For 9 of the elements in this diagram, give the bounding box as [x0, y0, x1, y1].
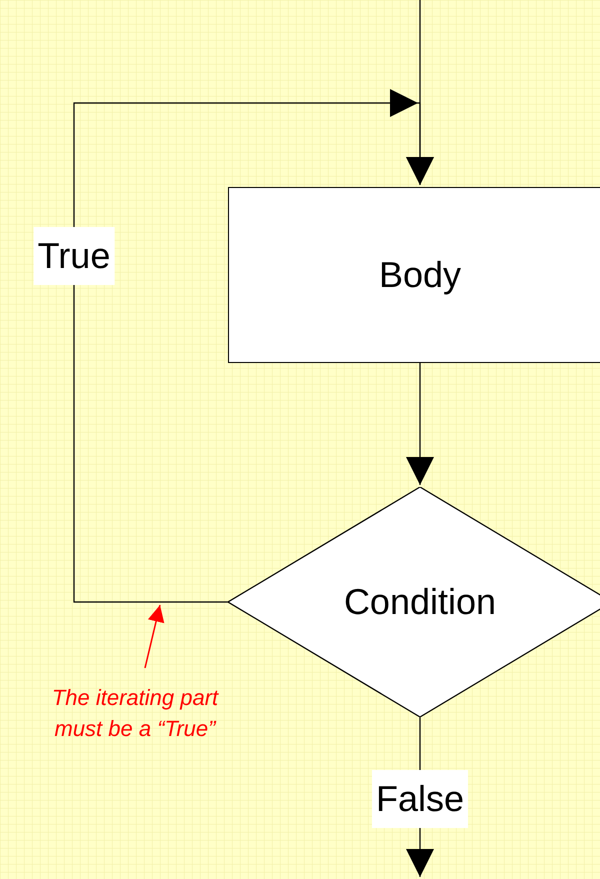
condition-label: Condition: [344, 580, 496, 624]
arrow: [406, 363, 434, 485]
process-label: Body: [378, 253, 462, 297]
edge-label: True: [34, 227, 114, 285]
loop-arrow: [73, 89, 434, 603]
process-box: [228, 187, 600, 363]
edge-label: False: [372, 770, 468, 828]
annotation-note: The iterating part must be a “True”: [50, 684, 220, 743]
leader-arrow: [144, 604, 164, 668]
